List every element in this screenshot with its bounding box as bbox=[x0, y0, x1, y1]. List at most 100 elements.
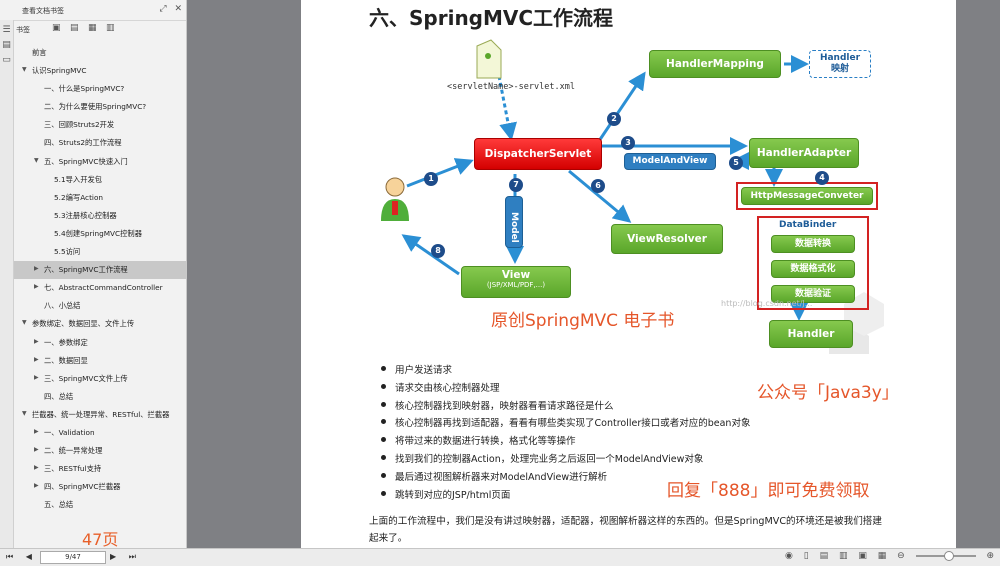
collapse-icon[interactable]: ⤢ bbox=[159, 4, 167, 14]
collapsed-arrow-icon[interactable]: ▶ bbox=[34, 427, 39, 435]
add-bookmark-icon[interactable]: ▣ bbox=[52, 23, 61, 33]
toc-item[interactable]: ▼认识SpringMVC bbox=[14, 62, 186, 80]
toc-item[interactable]: ▶ 七、AbstractCommandController bbox=[14, 279, 186, 297]
toc-item[interactable]: ▶ 二、数据回显 bbox=[14, 352, 186, 370]
delete-bookmark-icon[interactable]: ▤ bbox=[70, 23, 79, 33]
toc-item-label: 四、Struts2的工作流程 bbox=[44, 138, 122, 148]
data-binder-label: DataBinder bbox=[779, 220, 837, 230]
view-sub-label: (JSP/XML/PDF,...) bbox=[486, 281, 546, 289]
toc-item[interactable]: 五、总结 bbox=[14, 496, 186, 514]
handler-mapping-note: Handler 映射 bbox=[809, 50, 871, 78]
toc-item[interactable]: ▼五、SpringMVC快速入门 bbox=[14, 153, 186, 171]
close-icon[interactable]: ✕ bbox=[174, 4, 182, 14]
toc-item[interactable]: 一、什么是SpringMVC? bbox=[14, 80, 186, 98]
user-icon bbox=[381, 176, 411, 222]
toc-item[interactable]: ▼拦截器、统一处理异常、RESTful、拦截器 bbox=[14, 406, 186, 424]
toc-item[interactable]: 5.5访问 bbox=[14, 243, 186, 261]
toc-item-label: 前言 bbox=[32, 48, 47, 57]
toc-item[interactable]: ▼ 参数绑定、数据回显、文件上传 bbox=[14, 315, 186, 333]
toc-item-label: 二、数据回显 bbox=[44, 355, 88, 365]
next-page-icon[interactable]: ▶ bbox=[110, 552, 117, 561]
toc-item-label: 5.2编写Action bbox=[54, 192, 104, 202]
toc-item[interactable]: 5.4创建SpringMVC控制器 bbox=[14, 225, 186, 243]
bookmark-options-icon[interactable]: ▥ bbox=[106, 23, 115, 33]
fit-page-icon[interactable]: ▣ bbox=[858, 551, 867, 561]
toc-item-label: 5.5访问 bbox=[54, 247, 81, 257]
toc-item-label: 参数绑定、数据回显、文件上传 bbox=[32, 319, 135, 329]
collapsed-arrow-icon[interactable]: ▶ bbox=[34, 373, 39, 381]
toc-item[interactable]: 四、Struts2的工作流程 bbox=[14, 134, 186, 152]
dispatcher-servlet-box: DispatcherServlet bbox=[474, 138, 602, 170]
collapsed-arrow-icon[interactable]: ▶ bbox=[34, 464, 39, 472]
collapsed-arrow-icon[interactable]: ▶ bbox=[34, 446, 39, 454]
model-box: Model bbox=[505, 196, 523, 248]
expand-bookmark-icon[interactable]: ▦ bbox=[88, 23, 97, 33]
toc-item[interactable]: 前言 bbox=[14, 44, 186, 62]
first-page-icon[interactable]: ⏮ bbox=[6, 552, 14, 561]
list-item: 将带过来的数据进行转换，格式化等等操作 bbox=[381, 433, 750, 451]
sidebar-title: 查看文档书签 bbox=[22, 7, 64, 15]
step-badge: 7 bbox=[509, 178, 523, 192]
toc-item[interactable]: ▶一、参数绑定 bbox=[14, 334, 186, 352]
thumbnail-panel-icon[interactable]: ▤ bbox=[2, 40, 11, 50]
data-convert-box: 数据转换 bbox=[771, 235, 855, 253]
toc-item[interactable]: 三、回顾Struts2开发 bbox=[14, 116, 186, 134]
model-label: Model bbox=[509, 212, 519, 243]
data-format-box: 数据格式化 bbox=[771, 260, 855, 278]
toc-item[interactable]: ▶二、统一异常处理 bbox=[14, 442, 186, 460]
step-badge: 8 bbox=[431, 244, 445, 258]
toc-item-label: 七、AbstractCommandController bbox=[44, 283, 163, 293]
prev-page-icon[interactable]: ◀ bbox=[25, 552, 32, 561]
single-page-icon[interactable]: ▯ bbox=[803, 551, 809, 561]
toc-item-label: 三、SpringMVC文件上传 bbox=[44, 373, 128, 383]
last-page-icon[interactable]: ⏭ bbox=[128, 552, 136, 561]
document-page: 六、SpringMVC工作流程 bbox=[301, 0, 956, 548]
two-page-icon[interactable]: ▥ bbox=[838, 551, 848, 561]
sidebar-header: 查看文档书签 ⤢ ✕ bbox=[0, 0, 186, 21]
toc-item[interactable]: ▶ 三、SpringMVC文件上传 bbox=[14, 370, 186, 388]
list-item: 最后通过视图解析器来对ModelAndView进行解析 bbox=[381, 469, 750, 487]
zoom-slider[interactable] bbox=[915, 550, 976, 561]
bookmark-panel-icon[interactable]: ☰ bbox=[2, 25, 11, 35]
zoom-out-icon[interactable]: ⊖ bbox=[897, 551, 905, 561]
promo-reply: 回复「888」即可免费领取 bbox=[667, 481, 870, 501]
expanded-arrow-icon[interactable]: ▼ bbox=[22, 66, 27, 74]
toc-item-label: 三、回顾Struts2开发 bbox=[44, 120, 115, 130]
data-binder-frame bbox=[757, 216, 869, 310]
toc-item[interactable]: 八、小总结 bbox=[14, 297, 186, 315]
collapsed-arrow-icon[interactable]: ▶ bbox=[34, 337, 39, 345]
collapsed-arrow-icon[interactable]: ▶ bbox=[34, 283, 39, 291]
toc-item[interactable]: 5.1导入开发包 bbox=[14, 171, 186, 189]
fit-width-icon[interactable]: ▦ bbox=[877, 551, 887, 561]
toc-item[interactable]: ▶三、RESTful支持 bbox=[14, 460, 186, 478]
page-number-input[interactable]: 9/47 bbox=[40, 551, 106, 564]
sidebar-tabs: 书签 ▣ ▤ ▦ ▥ bbox=[14, 20, 186, 38]
view-resolver-box: ViewResolver bbox=[611, 224, 723, 254]
collapsed-arrow-icon[interactable]: ▶ bbox=[34, 482, 39, 490]
tab-bookmarks[interactable]: 书签 bbox=[16, 26, 30, 34]
list-item: 用户发送请求 bbox=[381, 362, 750, 380]
zoom-in-icon[interactable]: ⊕ bbox=[986, 551, 994, 561]
attachment-panel-icon[interactable]: ▭ bbox=[2, 55, 11, 65]
expanded-arrow-icon[interactable]: ▼ bbox=[22, 319, 27, 327]
expanded-arrow-icon[interactable]: ▼ bbox=[22, 409, 27, 417]
collapsed-arrow-icon[interactable]: ▶ bbox=[34, 355, 39, 363]
toc-item[interactable]: ▶六、SpringMVC工作流程 bbox=[14, 261, 186, 280]
data-validate-box: 数据验证 bbox=[771, 285, 855, 303]
list-item: 找到我们的控制器Action，处理完业务之后返回一个ModelAndView对象 bbox=[381, 451, 750, 469]
workflow-steps-list: 用户发送请求 请求交由核心控制器处理 核心控制器找到映射器，映射器看看请求路径是… bbox=[381, 362, 750, 504]
toc-item[interactable]: 二、为什么要使用SpringMVC? bbox=[14, 98, 186, 116]
eye-icon[interactable]: ◉ bbox=[785, 551, 793, 561]
toc-item[interactable]: 四、总结 bbox=[14, 388, 186, 406]
toc-item[interactable]: 5.2编写Action bbox=[14, 189, 186, 207]
toc-item-label: 5.3注册核心控制器 bbox=[54, 210, 117, 220]
toc-item[interactable]: 5.3注册核心控制器 bbox=[14, 207, 186, 225]
toc-item-label: 一、Validation bbox=[44, 427, 95, 437]
pages-note: 47页 bbox=[82, 530, 119, 549]
expanded-arrow-icon[interactable]: ▼ bbox=[34, 156, 39, 164]
toc-item[interactable]: ▶四、SpringMVC拦截器 bbox=[14, 478, 186, 496]
continuous-page-icon[interactable]: ▤ bbox=[819, 551, 829, 561]
toc-item[interactable]: ▶ 一、Validation bbox=[14, 424, 186, 442]
servlet-xml-label: <servletName>-servlet.xml bbox=[447, 82, 575, 92]
collapsed-arrow-icon[interactable]: ▶ bbox=[34, 265, 39, 273]
